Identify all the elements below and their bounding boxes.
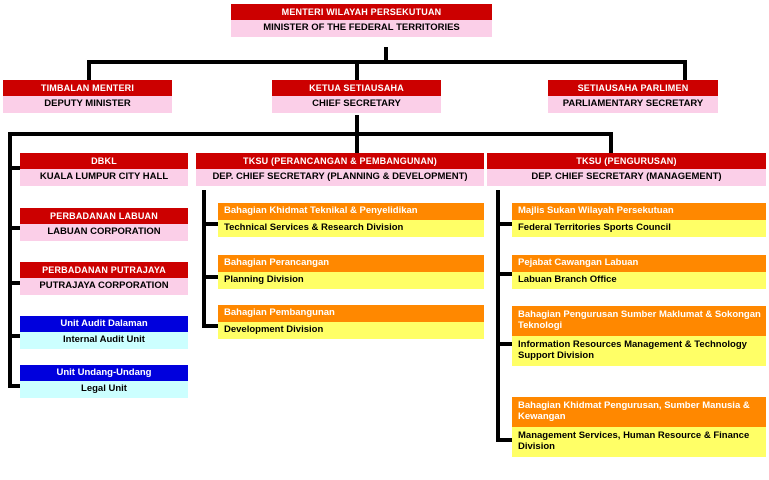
node-federal-territories-sports-council[interactable]: Majlis Sukan Wilayah Persekutuan Federal… xyxy=(512,203,766,237)
node-information-resources-management-division-malay: Bahagian Pengurusan Sumber Maklumat & So… xyxy=(512,306,766,336)
node-planning-division-malay: Bahagian Perancangan xyxy=(218,255,484,272)
connector-level3-bus xyxy=(8,132,613,136)
connector-right-branch-2 xyxy=(496,342,512,346)
node-putrajaya-corporation-english: PUTRAJAYA CORPORATION xyxy=(20,278,188,295)
node-development-division-malay: Bahagian Pembangunan xyxy=(218,305,484,322)
connector-left-branch-4 xyxy=(8,384,26,388)
connector-level2-drop-mid xyxy=(355,60,359,81)
node-parliamentary-secretary-english: PARLIAMENTARY SECRETARY xyxy=(548,96,718,113)
node-chief-secretary-malay: KETUA SETIAUSAHA xyxy=(272,80,441,96)
node-legal-unit-english: Legal Unit xyxy=(20,381,188,398)
node-putrajaya-corporation[interactable]: PERBADANAN PUTRAJAYA PUTRAJAYA CORPORATI… xyxy=(20,262,188,295)
node-technical-services-research-division-malay: Bahagian Khidmat Teknikal & Penyelidikan xyxy=(218,203,484,220)
node-minister-english: MINISTER OF THE FEDERAL TERRITORIES xyxy=(231,20,492,37)
connector-right-branch-1 xyxy=(496,272,512,276)
node-chief-secretary[interactable]: KETUA SETIAUSAHA CHIEF SECRETARY xyxy=(272,80,441,113)
node-tksu-planning-development-malay: TKSU (PERANCANGAN & PEMBANGUNAN) xyxy=(196,153,484,169)
node-labuan-branch-office-malay: Pejabat Cawangan Labuan xyxy=(512,255,766,272)
node-labuan-corporation-english: LABUAN CORPORATION xyxy=(20,224,188,241)
node-labuan-branch-office-english: Labuan Branch Office xyxy=(512,272,766,289)
connector-level3-drop-dbkl xyxy=(8,132,12,170)
node-planning-division[interactable]: Bahagian Perancangan Planning Division xyxy=(218,255,484,289)
connector-level3-drop-tksu-pp xyxy=(355,132,359,154)
node-technical-services-research-division[interactable]: Bahagian Khidmat Teknikal & Penyelidikan… xyxy=(218,203,484,237)
node-tksu-planning-development-english: DEP. CHIEF SECRETARY (PLANNING & DEVELOP… xyxy=(196,169,484,186)
node-management-services-hr-finance-division[interactable]: Bahagian Khidmat Pengurusan, Sumber Manu… xyxy=(512,397,766,457)
node-management-services-hr-finance-division-malay: Bahagian Khidmat Pengurusan, Sumber Manu… xyxy=(512,397,766,427)
node-development-division-english: Development Division xyxy=(218,322,484,339)
node-tksu-management-english: DEP. CHIEF SECRETARY (MANAGEMENT) xyxy=(487,169,766,186)
connector-level2-drop-left xyxy=(87,60,91,81)
connector-minister-stem xyxy=(384,47,388,63)
node-information-resources-management-division[interactable]: Bahagian Pengurusan Sumber Maklumat & So… xyxy=(512,306,766,366)
node-internal-audit-unit[interactable]: Unit Audit Dalaman Internal Audit Unit xyxy=(20,316,188,349)
node-parliamentary-secretary-malay: SETIAUSAHA PARLIMEN xyxy=(548,80,718,96)
connector-middle-branch-2 xyxy=(202,324,218,328)
node-deputy-minister[interactable]: TIMBALAN MENTERI DEPUTY MINISTER xyxy=(3,80,172,113)
node-management-services-hr-finance-division-english: Management Services, Human Resource & Fi… xyxy=(512,427,766,457)
connector-chief-secretary-stem xyxy=(355,115,359,135)
connector-middle-branch-1 xyxy=(202,275,218,279)
node-tksu-management[interactable]: TKSU (PENGURUSAN) DEP. CHIEF SECRETARY (… xyxy=(487,153,766,186)
node-technical-services-research-division-english: Technical Services & Research Division xyxy=(218,220,484,237)
node-putrajaya-corporation-malay: PERBADANAN PUTRAJAYA xyxy=(20,262,188,278)
connector-level2-bus xyxy=(87,60,687,64)
node-dbkl-malay: DBKL xyxy=(20,153,188,169)
node-minister[interactable]: MENTERI WILAYAH PERSEKUTUAN MINISTER OF … xyxy=(231,4,492,37)
node-tksu-management-malay: TKSU (PENGURUSAN) xyxy=(487,153,766,169)
connector-middle-branch-0 xyxy=(202,222,218,226)
node-development-division[interactable]: Bahagian Pembangunan Development Divisio… xyxy=(218,305,484,339)
node-legal-unit[interactable]: Unit Undang-Undang Legal Unit xyxy=(20,365,188,398)
node-federal-territories-sports-council-english: Federal Territories Sports Council xyxy=(512,220,766,237)
node-legal-unit-malay: Unit Undang-Undang xyxy=(20,365,188,381)
connector-level2-drop-right xyxy=(683,60,687,81)
node-tksu-planning-development[interactable]: TKSU (PERANCANGAN & PEMBANGUNAN) DEP. CH… xyxy=(196,153,484,186)
node-dbkl[interactable]: DBKL KUALA LUMPUR CITY HALL xyxy=(20,153,188,186)
node-internal-audit-unit-malay: Unit Audit Dalaman xyxy=(20,316,188,332)
connector-right-trunk xyxy=(496,190,500,442)
connector-middle-trunk xyxy=(202,190,206,328)
node-labuan-corporation-malay: PERBADANAN LABUAN xyxy=(20,208,188,224)
connector-right-branch-0 xyxy=(496,222,512,226)
node-deputy-minister-english: DEPUTY MINISTER xyxy=(3,96,172,113)
node-internal-audit-unit-english: Internal Audit Unit xyxy=(20,332,188,349)
node-dbkl-english: KUALA LUMPUR CITY HALL xyxy=(20,169,188,186)
connector-left-branch-1 xyxy=(8,226,26,230)
connector-level3-drop-tksu-peng xyxy=(609,132,613,154)
connector-left-branch-0 xyxy=(8,166,26,170)
node-parliamentary-secretary[interactable]: SETIAUSAHA PARLIMEN PARLIAMENTARY SECRET… xyxy=(548,80,718,113)
node-labuan-branch-office[interactable]: Pejabat Cawangan Labuan Labuan Branch Of… xyxy=(512,255,766,289)
node-information-resources-management-division-english: Information Resources Management & Techn… xyxy=(512,336,766,366)
node-chief-secretary-english: CHIEF SECRETARY xyxy=(272,96,441,113)
connector-right-branch-3 xyxy=(496,438,512,442)
node-federal-territories-sports-council-malay: Majlis Sukan Wilayah Persekutuan xyxy=(512,203,766,220)
node-minister-malay: MENTERI WILAYAH PERSEKUTUAN xyxy=(231,4,492,20)
connector-left-trunk xyxy=(8,166,12,388)
connector-left-branch-3 xyxy=(8,334,26,338)
connector-left-branch-2 xyxy=(8,281,26,285)
node-deputy-minister-malay: TIMBALAN MENTERI xyxy=(3,80,172,96)
node-labuan-corporation[interactable]: PERBADANAN LABUAN LABUAN CORPORATION xyxy=(20,208,188,241)
node-planning-division-english: Planning Division xyxy=(218,272,484,289)
